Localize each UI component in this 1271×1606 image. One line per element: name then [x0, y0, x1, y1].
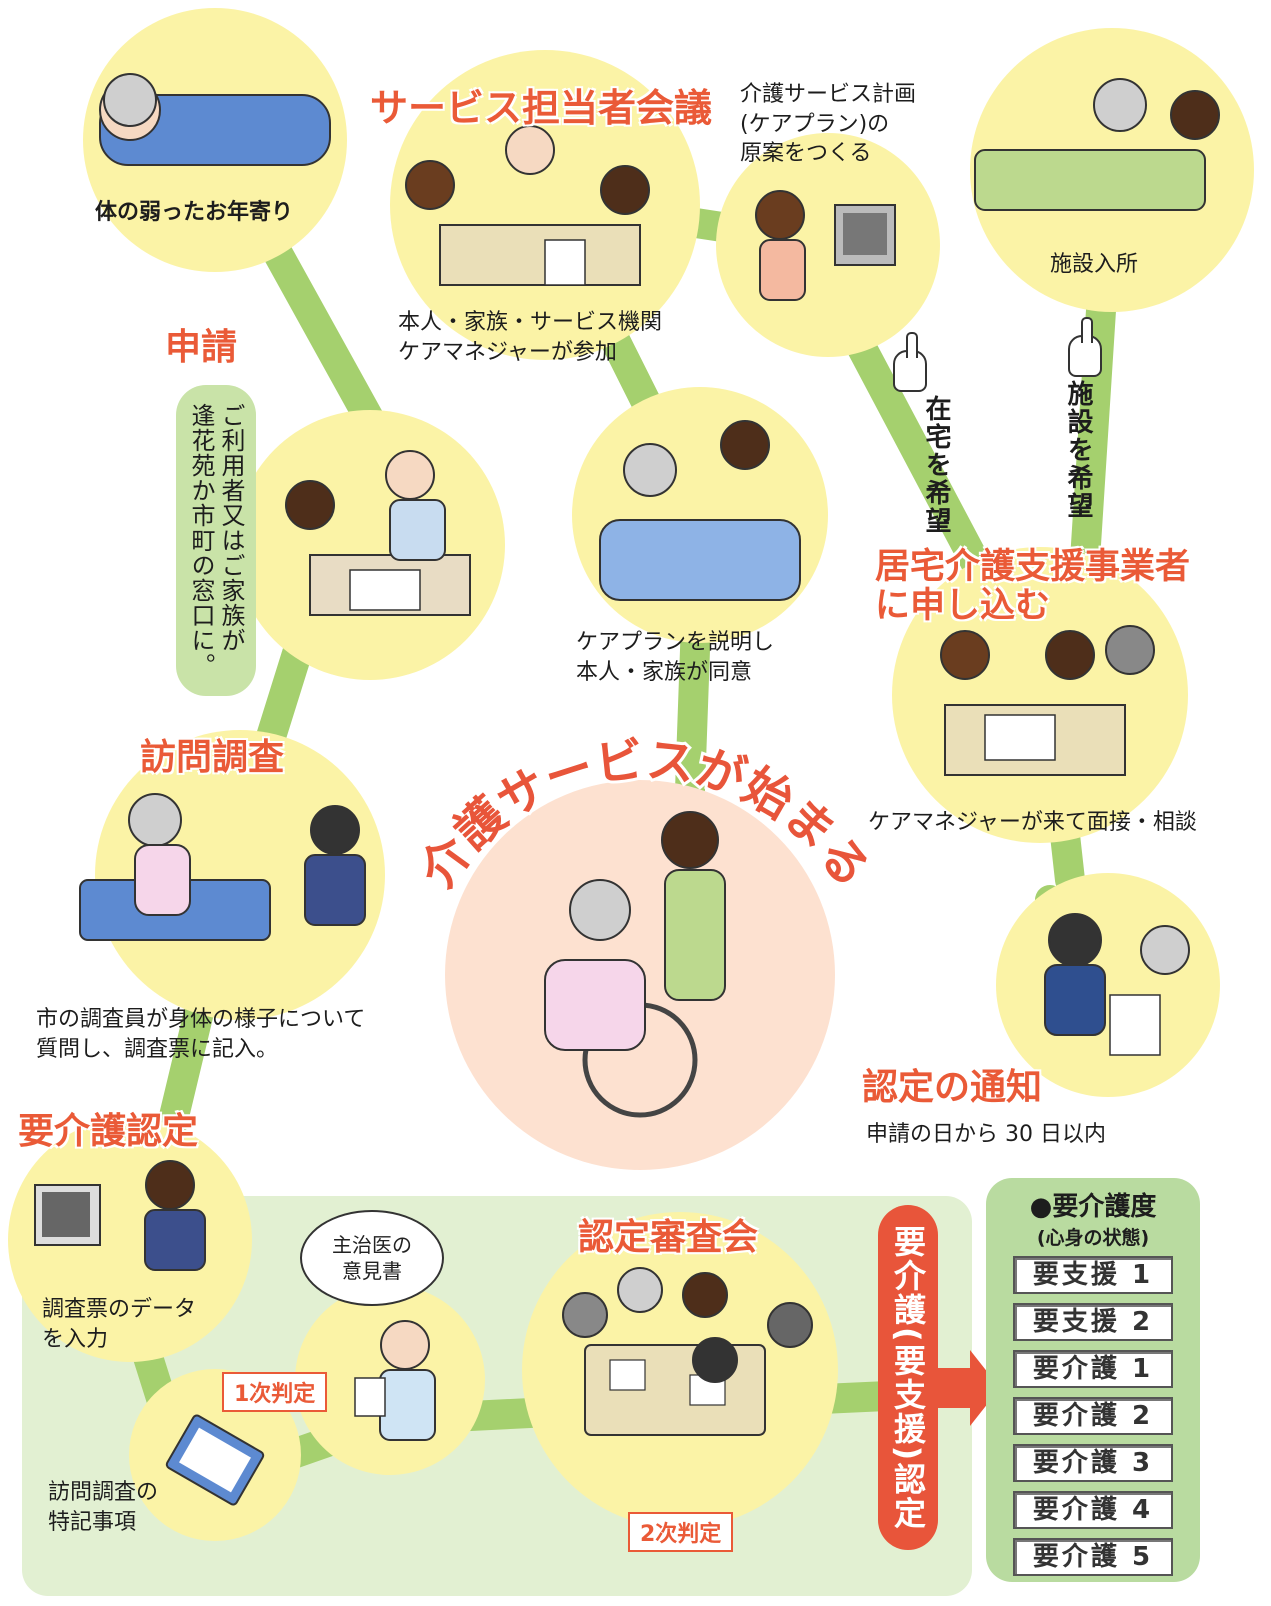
first-judgment-badge: 1次判定 [222, 1372, 328, 1412]
care-level-item: 要介護 4 [1013, 1491, 1173, 1529]
doctor-illustration [354, 1320, 436, 1441]
certification-heading: 要介護認定 [18, 1111, 199, 1152]
certification-result-label: 要介護(要支援)認定 [889, 1224, 927, 1531]
facility-wish-group [1068, 317, 1102, 377]
review-illustration [562, 1267, 813, 1436]
facility-caption: 施設入所 [1050, 252, 1139, 277]
care-level-subtitle: (心身の状態) [1036, 1227, 1150, 1249]
visit-heading: 訪問調査 [140, 737, 285, 778]
careplan-illustration [755, 190, 896, 301]
application-circle [235, 410, 505, 680]
care-level-item: 要介護 3 [1013, 1444, 1173, 1482]
elderly-caption: 体の弱ったお年寄り [95, 200, 294, 225]
home-wish-group [893, 332, 927, 392]
notification-caption: 申請の日から 30 日以内 [866, 1122, 1106, 1147]
meeting-caption: 本人・家族・サービス機関 ケアマネジャーが参加 [398, 310, 663, 365]
care-level-item: 要支援 1 [1013, 1256, 1173, 1294]
care-level-box: ●要介護度 (心身の状態) 要支援 1 要支援 2 要介護 1 要介護 2 要介… [986, 1178, 1200, 1582]
application-note-box: ご利用者又はご家族が 逢花苑か市町の窓口に。 [176, 385, 256, 696]
review-heading: 認定審査会 [578, 1217, 759, 1258]
home-support-illustration [940, 625, 1155, 776]
care-level-title: ●要介護度 [1029, 1192, 1157, 1222]
care-level-item: 要介護 5 [1013, 1538, 1173, 1576]
care-level-item: 要介護 2 [1013, 1397, 1173, 1435]
start-illustration [544, 811, 726, 1118]
second-judgment-badge: 2次判定 [628, 1512, 734, 1552]
home-support-heading: 居宅介護支援事業者 に申し込む [875, 547, 1191, 626]
certification-result-pill: 要介護(要支援)認定 [878, 1205, 938, 1550]
home-wish-label: 在宅を希望 [921, 395, 951, 535]
notification-illustration [1044, 913, 1190, 1056]
application-note: ご利用者又はご家族が 逢花苑か市町の窓口に。 [187, 403, 245, 678]
application-heading: 申請 [165, 327, 238, 368]
notification-circle [996, 873, 1220, 1097]
meeting-heading: サービス担当者会議 [370, 86, 713, 130]
care-level-item: 要支援 2 [1013, 1303, 1173, 1341]
meeting-illustration [405, 125, 650, 286]
care-level-item: 要介護 1 [1013, 1350, 1173, 1388]
notification-heading: 認定の通知 [862, 1067, 1043, 1108]
data-entry-illustration [34, 1160, 206, 1271]
pointing-hand-icon [893, 332, 927, 392]
notes-illustration [165, 1414, 265, 1506]
visit-caption: 市の調査員が身体の様子について 質問し、調査票に記入。 [36, 1007, 366, 1062]
elderly-illustration [99, 73, 331, 166]
consent-caption: ケアプランを説明し 本人・家族が同意 [576, 630, 775, 685]
application-illustration [285, 450, 471, 616]
facility-wish-label: 施設を希望 [1063, 380, 1093, 520]
consent-illustration [599, 420, 801, 601]
doctor-opinion-bubble: 主治医の 意見書 [300, 1210, 444, 1306]
data-entry-caption: 調査票のデータ を入力 [42, 1297, 197, 1352]
arrow-icon [938, 1350, 1000, 1426]
pointing-hand-icon [1068, 317, 1102, 377]
facility-illustration [974, 78, 1220, 211]
visit-illustration [79, 793, 366, 941]
consent-circle [572, 387, 828, 643]
notes-caption: 訪問調査の 特記事項 [48, 1480, 159, 1535]
home-support-caption: ケアマネジャーが来て面接・相談 [868, 810, 1197, 835]
careplan-caption: 介護サービス計画 (ケアプラン)の 原案をつくる [740, 82, 917, 167]
